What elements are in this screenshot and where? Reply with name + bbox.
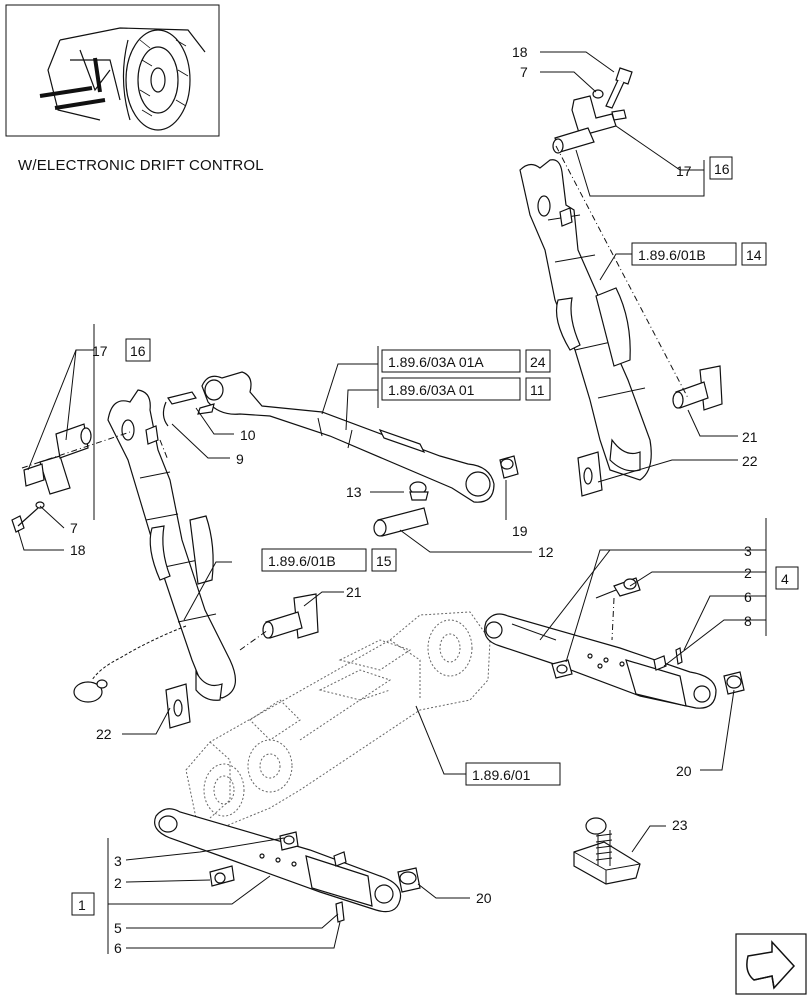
callout-1: 1: [78, 897, 86, 913]
right-stabilizer-assembly: [519, 67, 723, 497]
ref-1-89-6-01[interactable]: 1.89.6/01: [472, 767, 531, 783]
callout-6-bottom: 6: [114, 940, 122, 956]
callout-18-top: 18: [512, 44, 528, 60]
next-page-arrow-icon[interactable]: [735, 933, 807, 995]
bottom-lower-link: [154, 808, 421, 923]
ref-1-89-6-03A-01A[interactable]: 1.89.6/03A 01A: [388, 354, 484, 370]
callout-10: 10: [240, 427, 256, 443]
callout-19: 19: [512, 523, 528, 539]
callout-17-top: 17: [676, 163, 692, 179]
callout-15: 15: [376, 553, 392, 569]
callout-23: 23: [672, 817, 688, 833]
left-stabilizer-assembly: [11, 389, 319, 729]
callout-20-right: 20: [676, 763, 692, 779]
callout-20-bottom: 20: [476, 890, 492, 906]
lock-pin-23: [573, 817, 641, 885]
callout-9: 9: [236, 451, 244, 467]
callout-22-mid: 22: [96, 726, 112, 742]
callout-24: 24: [530, 354, 546, 370]
callout-17-left: 17: [92, 343, 108, 359]
callout-2-bottom: 2: [114, 875, 122, 891]
callout-14: 14: [746, 247, 762, 263]
top-link-assembly: [162, 371, 519, 537]
right-lower-link: [484, 577, 745, 709]
ref-1-89-6-03A-01[interactable]: 1.89.6/03A 01: [388, 382, 475, 398]
callout-16-left: 16: [130, 343, 146, 359]
tractor-thumbnail: [5, 4, 220, 137]
callout-2-right: 2: [744, 565, 752, 581]
callout-8: 8: [744, 613, 752, 629]
callout-11: 11: [530, 382, 545, 398]
callout-7-left: 7: [70, 520, 78, 536]
callouts: 18 7 17 16 1.89.6/01B 14 21 22 17 16 1.8…: [70, 44, 799, 956]
callout-16-top: 16: [714, 161, 730, 177]
callout-18-left: 18: [70, 542, 86, 558]
callout-4: 4: [781, 571, 789, 587]
diagram-caption: W/ELECTRONIC DRIFT CONTROL: [18, 157, 264, 174]
callout-12: 12: [538, 544, 554, 560]
leader-lines: [17, 51, 767, 954]
callout-3-bottom: 3: [114, 853, 122, 869]
callout-6-right: 6: [744, 589, 752, 605]
ghost-housing: [185, 611, 491, 827]
callout-21-right: 21: [742, 429, 758, 445]
callout-21-mid: 21: [346, 584, 362, 600]
callout-22-right: 22: [742, 453, 758, 469]
callout-7-top: 7: [520, 64, 528, 80]
ref-1-89-6-01B-left[interactable]: 1.89.6/01B: [268, 553, 336, 569]
ref-1-89-6-01B-top[interactable]: 1.89.6/01B: [638, 247, 706, 263]
callout-13: 13: [346, 484, 362, 500]
callout-3-right: 3: [744, 543, 752, 559]
callout-5: 5: [114, 920, 122, 936]
